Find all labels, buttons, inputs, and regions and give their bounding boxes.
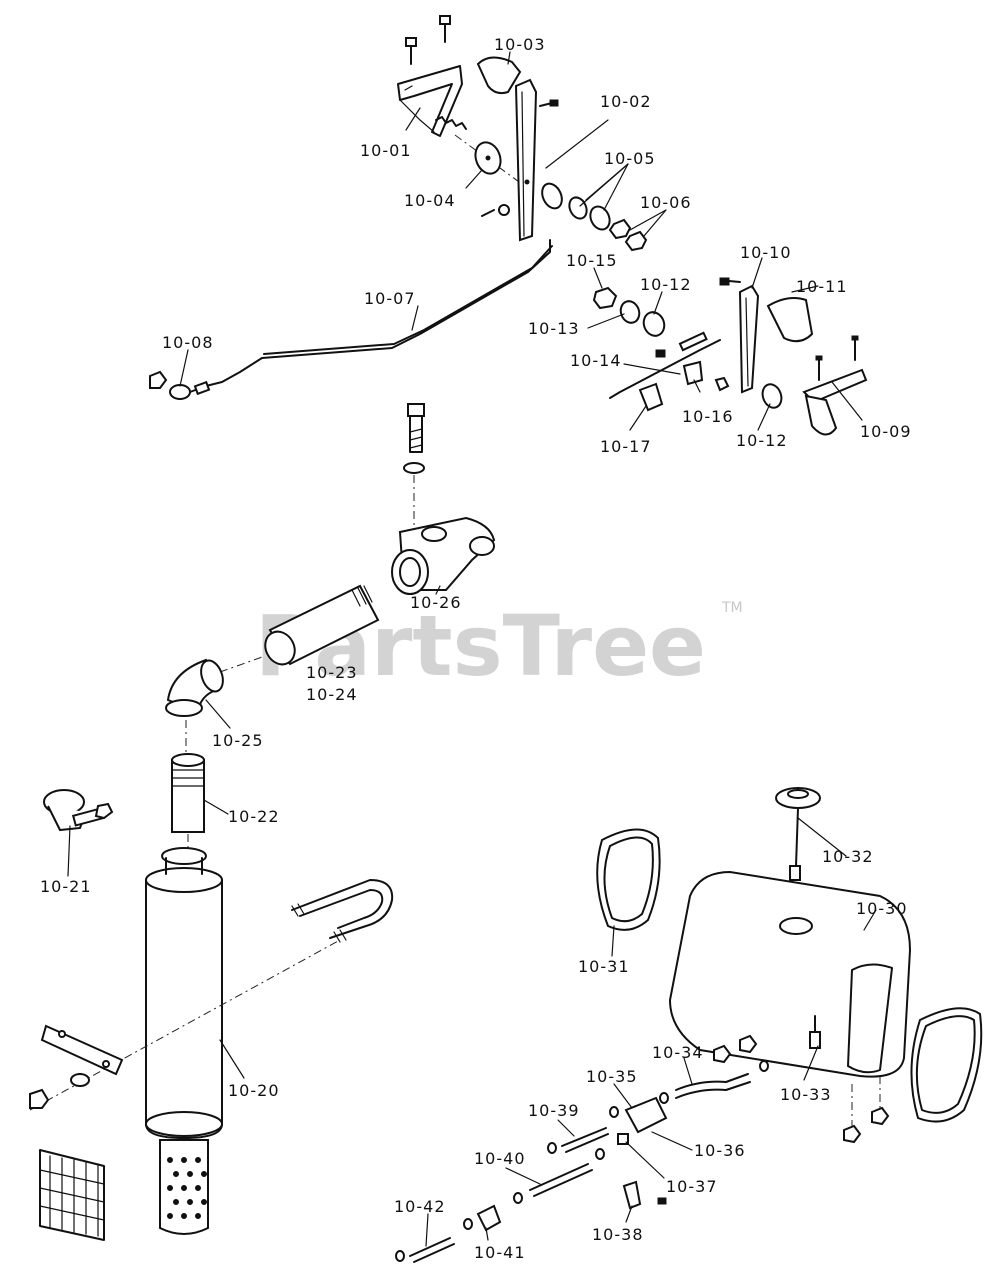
part-10-25-elbow	[165, 658, 224, 717]
part-10-22-nipple	[171, 753, 205, 833]
label-10-04: 10-04	[404, 191, 456, 210]
part-10-11-knob	[766, 297, 814, 343]
label-10-36: 10-36	[694, 1141, 746, 1160]
label-10-21: 10-21	[40, 877, 92, 896]
part-10-30-fuel-tank	[668, 870, 912, 1078]
part-10-33-fitting	[809, 1015, 821, 1049]
label-10-12-top: 10-12	[640, 275, 692, 294]
part-10-10-lever	[738, 284, 760, 394]
part-10-32-fuel-gauge	[775, 787, 821, 881]
part-10-14-rod	[609, 331, 721, 399]
muffler-strap	[40, 1024, 124, 1076]
part-10-02-lever	[514, 78, 538, 242]
part-10-12-washer-top	[642, 311, 666, 337]
label-10-41: 10-41	[474, 1243, 526, 1262]
part-10-41-filter	[463, 1204, 502, 1232]
part-10-36-37-fittings	[595, 1133, 629, 1160]
label-10-02: 10-02	[600, 92, 652, 111]
label-10-32: 10-32	[822, 847, 874, 866]
bolt-top-1	[405, 37, 417, 65]
label-10-37: 10-37	[666, 1177, 718, 1196]
centerline-3	[219, 655, 266, 673]
label-10-08: 10-08	[162, 333, 214, 352]
part-10-42-hose	[395, 1237, 455, 1263]
part-10-40-hose	[513, 1163, 593, 1204]
label-10-01: 10-01	[360, 141, 412, 160]
label-10-10: 10-10	[740, 243, 792, 262]
small-bolt-lever	[539, 99, 559, 107]
part-10-31-gasket-right	[910, 1007, 983, 1123]
part-10-04-washer	[474, 141, 502, 175]
watermark-trademark: TM	[721, 600, 743, 616]
label-10-33: 10-33	[780, 1085, 832, 1104]
small-screw-lever	[481, 204, 510, 217]
label-10-24: 10-24	[306, 685, 358, 704]
label-10-12-bottom: 10-12	[736, 431, 788, 450]
part-10-06-nuts	[608, 218, 648, 252]
label-10-31: 10-31	[578, 957, 630, 976]
label-10-11: 10-11	[796, 277, 848, 296]
label-10-20: 10-20	[228, 1081, 280, 1100]
label-10-22: 10-22	[228, 807, 280, 826]
part-10-39-hose	[547, 1127, 609, 1154]
part-10-21-clamp	[43, 789, 114, 832]
part-10-08-swivel	[149, 370, 223, 400]
label-10-34: 10-34	[652, 1043, 704, 1062]
part-10-31-gasket	[596, 828, 661, 931]
muffler-guard-screen	[39, 1149, 105, 1241]
part-10-38-clip	[622, 1180, 667, 1210]
label-10-05: 10-05	[604, 149, 656, 168]
part-10-15-nut	[592, 286, 618, 310]
part-10-01-bracket	[397, 65, 463, 137]
leader-lines	[67, 51, 877, 1247]
small-bolt-10-16	[655, 349, 666, 358]
part-labels: 10-01 10-02 10-03 10-04 10-05 10-06 10-0…	[40, 35, 912, 1262]
label-10-17: 10-17	[600, 437, 652, 456]
label-10-38: 10-38	[592, 1225, 644, 1244]
label-10-16: 10-16	[682, 407, 734, 426]
strap-nut-washer	[29, 1073, 90, 1109]
label-10-23: 10-23	[306, 663, 358, 682]
label-10-14: 10-14	[570, 351, 622, 370]
bolt-top-2	[439, 15, 451, 43]
part-10-34-hose	[659, 1060, 769, 1104]
spring-bolt	[435, 116, 467, 130]
bolt-10-10	[719, 277, 741, 286]
label-10-13: 10-13	[528, 319, 580, 338]
label-10-09: 10-09	[860, 422, 912, 441]
part-10-17-clip	[638, 382, 664, 412]
label-10-25: 10-25	[212, 731, 264, 750]
label-10-42: 10-42	[394, 1197, 446, 1216]
part-10-35-valve	[609, 1096, 668, 1134]
part-10-12-washer-bottom	[761, 383, 783, 409]
muffler-holes	[167, 1157, 207, 1219]
label-10-35: 10-35	[586, 1067, 638, 1086]
part-10-20-muffler	[145, 847, 223, 1235]
part-10-13-washer	[619, 300, 641, 324]
part-10-16-clip	[682, 360, 730, 392]
part-10-05-washers	[541, 182, 611, 231]
label-10-03: 10-03	[494, 35, 546, 54]
part-10-07-throttle-rod	[221, 239, 553, 383]
part-10-23-24-pipe	[264, 584, 380, 666]
label-10-06: 10-06	[640, 193, 692, 212]
label-10-39: 10-39	[528, 1101, 580, 1120]
label-10-30: 10-30	[856, 899, 908, 918]
vertical-bolt	[403, 403, 425, 474]
label-10-07: 10-07	[364, 289, 416, 308]
part-10-26-manifold	[391, 516, 496, 595]
label-10-40: 10-40	[474, 1149, 526, 1168]
part-10-03-knob	[476, 56, 522, 95]
label-10-26: 10-26	[410, 593, 462, 612]
label-10-15: 10-15	[566, 251, 618, 270]
u-bolt	[291, 879, 394, 943]
tank-nuts	[713, 1034, 890, 1144]
